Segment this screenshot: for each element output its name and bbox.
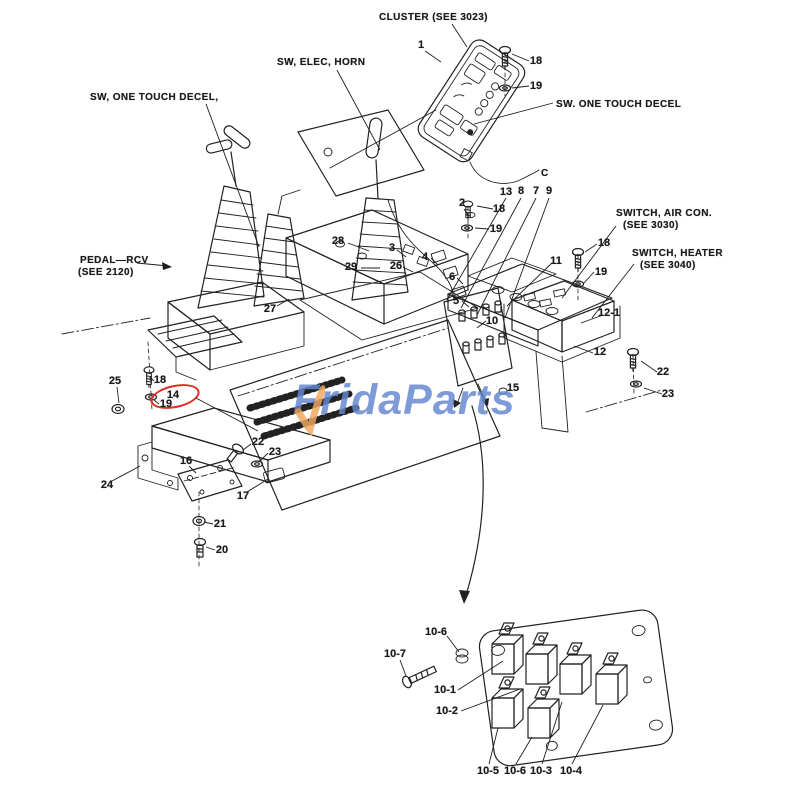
callout-pedal-rcv: PEDAL—RCV — [80, 255, 149, 266]
part-number-20: 20 — [215, 544, 229, 556]
jump-arrow — [459, 405, 484, 604]
part-number-26: 26 — [389, 260, 403, 272]
part-number-25: 25 — [108, 375, 122, 387]
part-number-10: 10 — [485, 315, 499, 327]
joystick-pedal-drawing — [147, 125, 305, 381]
callout-sw-one-touch-decel: SW, ONE TOUCH DECEL, — [90, 92, 219, 103]
part-number-19: 19 — [529, 80, 543, 92]
controller-box-drawing — [137, 407, 331, 502]
part-number-13: 13 — [499, 186, 513, 198]
callout-switch-heater: SWITCH, HEATER — [632, 248, 723, 259]
part-number-23: 23 — [268, 446, 282, 458]
part-number-10-6: 10-6 — [503, 765, 527, 777]
part-number-4: 4 — [421, 251, 429, 263]
part-number-2: 2 — [458, 197, 466, 209]
horn-lever-drawing — [351, 117, 476, 301]
check-swoosh-icon — [295, 385, 325, 436]
part-number-18: 18 — [153, 374, 167, 386]
part-number-24: 24 — [100, 479, 114, 491]
part-number-22: 22 — [251, 436, 265, 448]
part-number-8: 8 — [517, 185, 525, 197]
relay-panel-drawing — [401, 609, 674, 767]
part-number-10-7: 10-7 — [383, 648, 407, 660]
watermark-fridayparts: Frida Parts — [293, 376, 516, 436]
part-number-6: 6 — [448, 271, 456, 283]
part-number-21: 21 — [213, 518, 227, 530]
part-number-19: 19 — [159, 398, 173, 410]
part-number-10-4: 10-4 — [559, 765, 583, 777]
part-number-9: 9 — [545, 185, 553, 197]
leader-lines — [111, 23, 663, 765]
callout-sw-elec-horn: SW, ELEC, HORN — [277, 57, 366, 68]
part-number-17: 17 — [236, 490, 250, 502]
part-number-12: 12 — [593, 346, 607, 358]
part-number-14: 14 — [166, 389, 180, 401]
part-number-10-1: 10-1 — [433, 684, 457, 696]
part-number-22: 22 — [656, 366, 670, 378]
callout-see-3030: (SEE 3030) — [623, 220, 679, 231]
part-number-19: 19 — [594, 266, 608, 278]
callout-c: C — [541, 168, 549, 179]
part-number-10-2: 10-2 — [435, 705, 459, 717]
part-number-10-6: 10-6 — [424, 626, 448, 638]
part-number-12-1: 12-1 — [597, 307, 621, 319]
watermark-text-right: Parts — [403, 376, 516, 424]
part-number-10-5: 10-5 — [476, 765, 500, 777]
part-number-3: 3 — [388, 242, 396, 254]
callout-switch-air-con: SWITCH, AIR CON. — [616, 208, 713, 219]
part-number-16: 16 — [179, 455, 193, 467]
part-number-28: 28 — [331, 235, 345, 247]
part-number-18: 18 — [597, 237, 611, 249]
part-number-7: 7 — [532, 185, 540, 197]
part-number-27: 27 — [263, 303, 277, 315]
part-number-29: 29 — [344, 261, 358, 273]
part-number-11: 11 — [550, 255, 562, 267]
part-number-1: 1 — [417, 39, 425, 51]
phantom-lines — [61, 317, 663, 413]
callout-see-2120: (SEE 2120) — [78, 267, 134, 278]
part-number-19: 19 — [489, 223, 503, 235]
part-number-10-3: 10-3 — [529, 765, 553, 777]
part-number-15: 15 — [506, 382, 520, 394]
part-number-23: 23 — [661, 388, 675, 400]
callout-cluster-see-3023: CLUSTER (SEE 3023) — [379, 12, 488, 23]
callout-see-3040: (SEE 3040) — [640, 260, 696, 271]
callout-sw-one-touch-decel: SW. ONE TOUCH DECEL — [556, 99, 682, 110]
part-number-5: 5 — [452, 295, 460, 307]
part-number-18: 18 — [529, 55, 543, 67]
fasteners-drawing — [111, 45, 643, 567]
part-number-18: 18 — [492, 203, 506, 215]
